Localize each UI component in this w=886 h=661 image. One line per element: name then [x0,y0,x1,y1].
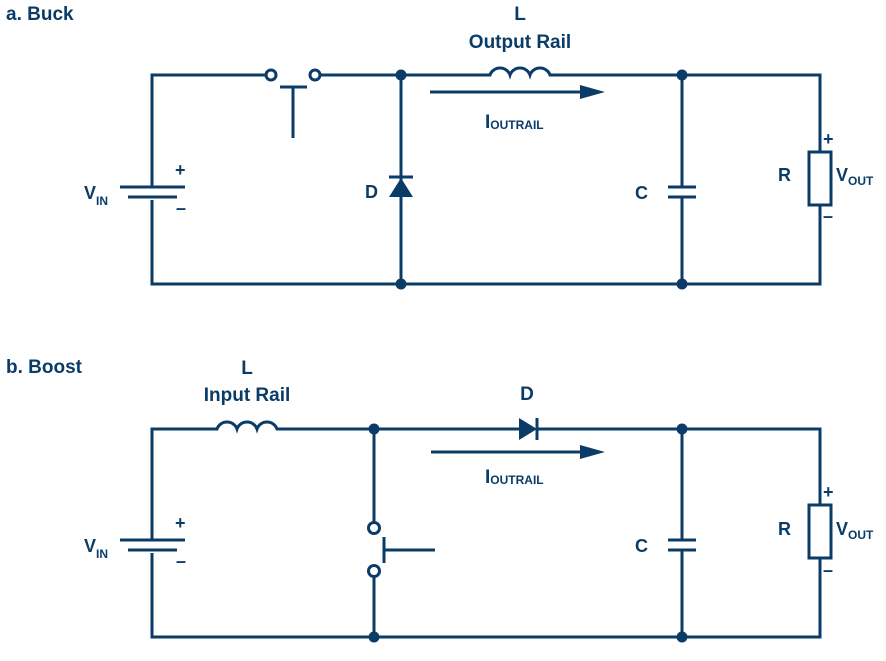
buck-battery-symbol [120,185,185,199]
boost-circuit: b. Boost VIN + – L Input Rail [6,357,874,643]
boost-junction-dot [676,631,688,643]
boost-vout-minus: – [823,560,833,580]
buck-vout-plus: + [823,129,834,149]
boost-inductor-symbol [215,420,279,434]
boost-diode-symbol [519,418,539,440]
boost-current-label: IOUTRAIL [485,467,544,488]
buck-vin-label: VIN [84,183,108,208]
buck-diode-symbol [389,175,413,197]
boost-vout-plus: + [823,482,834,502]
boost-wire-right-bottom [150,553,822,639]
buck-vin-plus: + [175,160,186,180]
boost-junction-dot [368,631,380,643]
boost-capacitor-label: C [635,536,648,556]
boost-resistor-symbol [807,503,833,560]
buck-capacitor-label: C [635,183,648,203]
boost-inductor-name: L [241,358,253,379]
boost-junction-dot [368,423,380,435]
boost-capacitor-symbol [668,538,696,552]
buck-wire-left-top [150,73,267,186]
boost-vout-label: VOUT [836,519,874,542]
buck-junction-dot [676,278,688,290]
boost-resistor-label: R [778,519,791,539]
boost-wire-diode-to-right [536,427,822,506]
boost-diode-label: D [520,384,534,405]
buck-wire-right-bottom [150,200,822,286]
boost-wire-left-top [150,427,215,540]
boost-vin-plus: + [175,513,186,533]
buck-vout-label: VOUT [836,165,874,188]
boost-inductor-label: Input Rail [204,385,291,406]
buck-inductor-name: L [514,4,526,25]
buck-current-arrow [430,85,605,99]
buck-wire-inductor-to-right [552,73,822,152]
boost-vin-label: VIN [84,536,108,561]
buck-vin-minus: – [176,198,186,218]
buck-resistor-label: R [778,165,791,185]
buck-diode-label: D [365,182,378,202]
buck-title: a. Buck [6,4,74,25]
boost-battery-symbol [120,538,185,552]
buck-capacitor-symbol [668,185,696,199]
buck-vout-minus: – [823,206,833,226]
buck-junction-dot [395,278,407,290]
buck-switch-symbol [264,68,322,138]
buck-resistor-symbol [807,150,833,207]
buck-circuit: a. Buck VIN + – D L Output Rai [6,4,874,290]
buck-inductor-label: Output Rail [469,32,571,53]
boost-switch-symbol [367,521,435,578]
buck-junction-dot [676,69,688,81]
boost-junction-dot [676,423,688,435]
buck-current-label: IOUTRAIL [485,112,544,133]
buck-junction-dot [395,69,407,81]
buck-inductor-symbol [488,66,552,80]
boost-title: b. Boost [6,357,83,378]
boost-current-arrow [431,445,605,459]
boost-vin-minus: – [176,551,186,571]
